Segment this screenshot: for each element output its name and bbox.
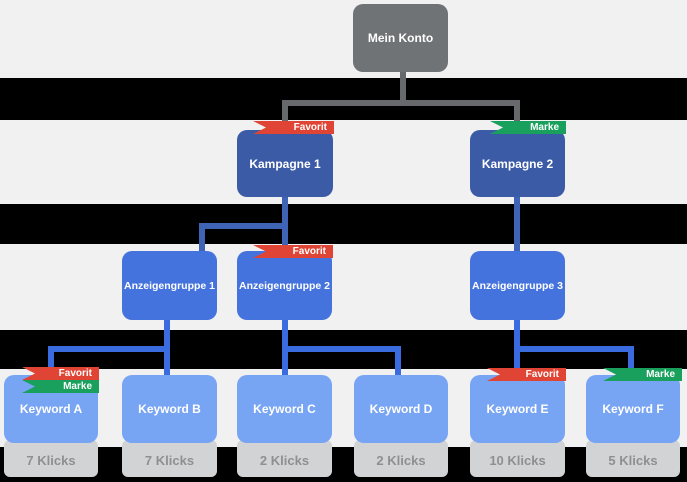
black-band-1: [0, 78, 687, 120]
connector-campaign1-horizontal: [199, 223, 288, 229]
node-label: Mein Konto: [367, 31, 434, 45]
node-label: Keyword F: [602, 402, 664, 416]
node-mein-konto: Mein Konto: [353, 4, 448, 72]
connector-to-adgroup-1: [199, 223, 205, 253]
node-anzeigengruppe-2: Anzeigengruppe 2: [237, 251, 332, 320]
klicks-badge-keyword-b: 7 Klicks: [122, 440, 217, 477]
node-label: Anzeigengruppe 2: [238, 279, 330, 292]
connector-to-campaign-2: [514, 100, 520, 132]
klicks-label: 7 Klicks: [26, 453, 76, 468]
ribbon-favorit-keyword-a: Favorit: [22, 367, 99, 380]
node-label: Keyword E: [486, 402, 549, 416]
klicks-label: 2 Klicks: [259, 453, 310, 468]
black-band-2: [0, 204, 687, 244]
node-label: Keyword C: [253, 402, 316, 416]
connector-to-keyword-d: [395, 346, 401, 377]
node-label: Kampagne 1: [249, 156, 321, 171]
node-keyword-b: Keyword B: [122, 375, 217, 443]
node-keyword-c: Keyword C: [237, 375, 332, 443]
node-label: Kampagne 2: [481, 156, 554, 171]
klicks-label: 7 Klicks: [144, 453, 195, 468]
connector-adgroup3-down: [514, 320, 520, 370]
ribbon-marke-keyword-f: Marke: [603, 368, 682, 381]
klicks-badge-keyword-e: 10 Klicks: [470, 440, 565, 477]
klicks-label: 10 Klicks: [489, 453, 546, 468]
node-label: Keyword A: [19, 402, 83, 416]
node-kampagne-2: Kampagne 2: [470, 130, 565, 197]
connector-adgroup1-horizontal: [48, 346, 170, 352]
connector-to-keyword-a: [48, 346, 54, 370]
node-anzeigengruppe-1: Anzeigengruppe 1: [122, 251, 217, 320]
node-anzeigengruppe-3: Anzeigengruppe 3: [470, 251, 565, 320]
node-keyword-f: Keyword F: [586, 375, 680, 443]
ribbon-favorit-keyword-e: Favorit: [487, 368, 566, 381]
klicks-badge-keyword-c: 2 Klicks: [237, 440, 332, 477]
black-band-4: [0, 447, 687, 482]
connector-adgroup2-horizontal: [282, 346, 401, 352]
ribbon-favorit-anzeigengruppe-2: Favorit: [253, 245, 333, 258]
node-label: Keyword B: [138, 402, 201, 416]
klicks-label: 2 Klicks: [376, 453, 426, 468]
node-keyword-d: Keyword D: [354, 375, 448, 443]
klicks-badge-keyword-a: 7 Klicks: [4, 440, 98, 477]
node-label: Anzeigengruppe 3: [471, 279, 563, 292]
connector-to-campaign-1: [282, 100, 288, 132]
connector-account-horizontal: [282, 100, 520, 106]
node-keyword-e: Keyword E: [470, 375, 565, 443]
connector-to-keyword-f: [628, 346, 634, 370]
connector-account-down: [400, 72, 406, 106]
klicks-label: 5 Klicks: [608, 453, 658, 468]
klicks-badge-keyword-d: 2 Klicks: [354, 440, 448, 477]
node-kampagne-1: Kampagne 1: [237, 130, 333, 197]
ribbon-favorit-kampagne-1: Favorit: [253, 121, 334, 134]
klicks-badge-keyword-f: 5 Klicks: [586, 440, 680, 477]
ribbon-marke-keyword-a: Marke: [22, 380, 99, 393]
connector-campaign2-to-adgroup-3: [514, 197, 520, 253]
node-label: Anzeigengruppe 1: [123, 279, 215, 292]
ribbon-marke-kampagne-2: Marke: [490, 121, 566, 134]
connector-adgroup3-horizontal: [514, 346, 634, 352]
node-label: Keyword D: [369, 402, 433, 416]
